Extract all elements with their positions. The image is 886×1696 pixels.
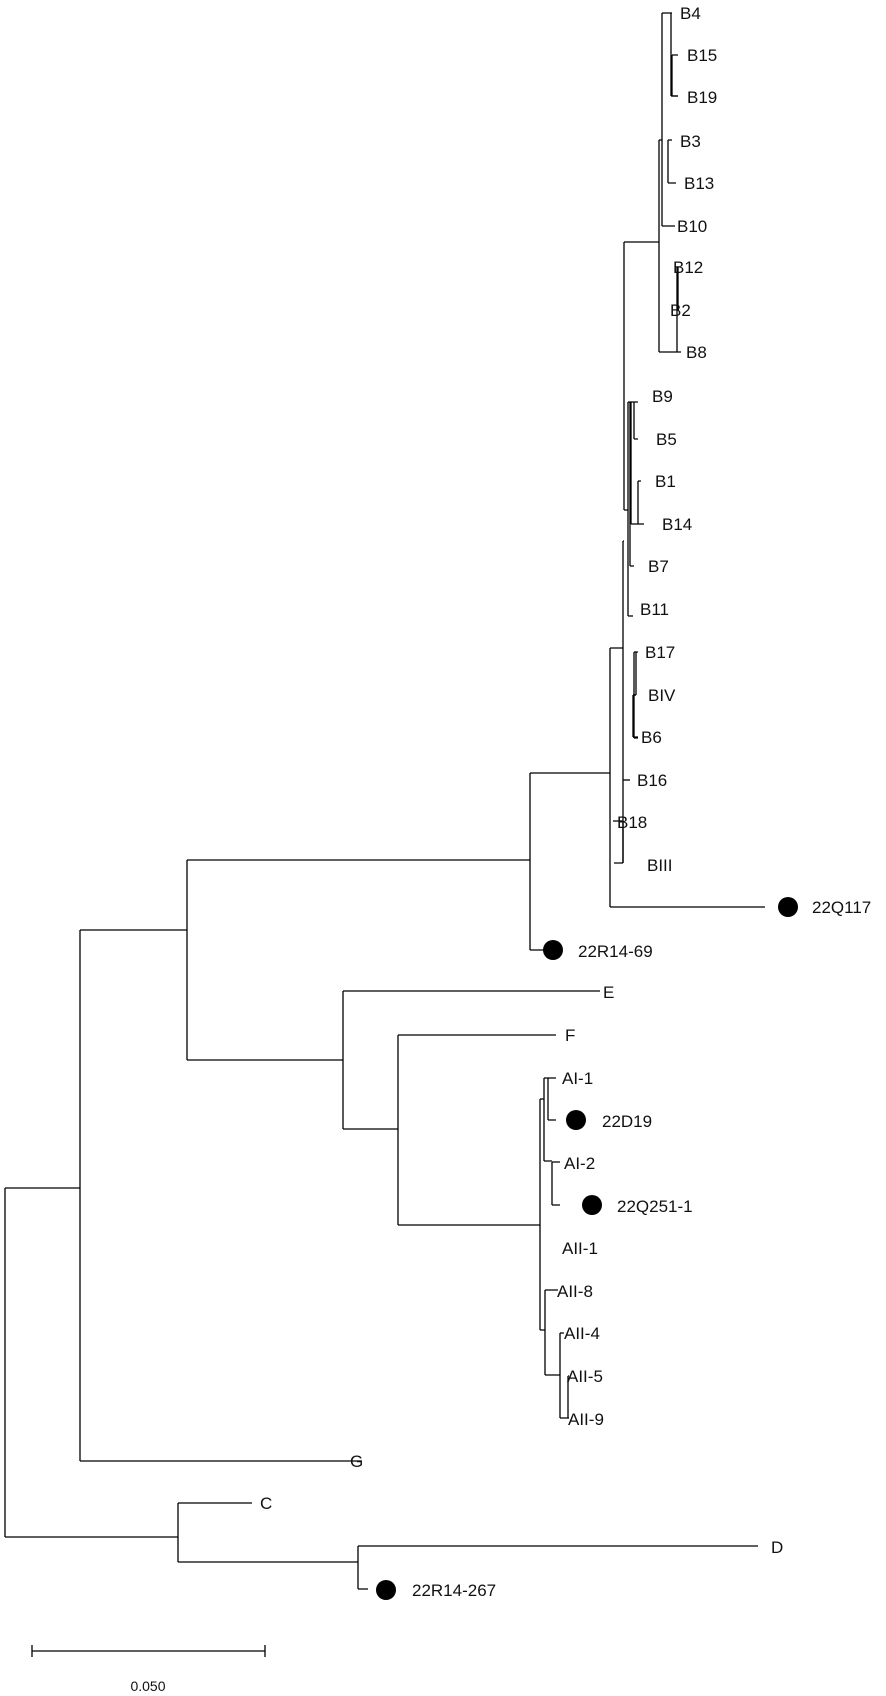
- marker-22D19: [566, 1110, 586, 1130]
- marker-22Q117: [778, 897, 798, 917]
- leaf-label: AII-1: [562, 1239, 598, 1258]
- leaf-label: G: [350, 1452, 363, 1471]
- leaf-label: B1: [655, 472, 676, 491]
- leaf-label: B5: [656, 430, 677, 449]
- leaf-label: 22Q251-1: [617, 1197, 693, 1216]
- leaf-label: B2: [670, 301, 691, 320]
- leaf-label: 22Q117: [812, 898, 871, 917]
- leaf-label: F: [565, 1026, 575, 1045]
- marker-22R14-267: [376, 1580, 396, 1600]
- leaf-label: 22R14-267: [412, 1581, 496, 1600]
- leaf-label: B12: [673, 258, 703, 277]
- leaf-label: B11: [640, 600, 669, 619]
- leaf-label: AI-1: [562, 1069, 593, 1088]
- leaf-label: AII-4: [564, 1324, 600, 1343]
- leaf-labels: B4 B15 B19 B3 B13 B10 B12 B2 B8 B9 B5 B1…: [260, 4, 871, 1600]
- leaf-label: C: [260, 1494, 272, 1513]
- leaf-label: B16: [637, 771, 667, 790]
- leaf-label: B14: [662, 515, 692, 534]
- leaf-label: B9: [652, 387, 673, 406]
- leaf-label: B15: [687, 46, 717, 65]
- tree-branches: [4, 12, 765, 1590]
- leaf-label: B17: [645, 643, 675, 662]
- leaf-label: AII-8: [557, 1282, 593, 1301]
- leaf-label: E: [603, 983, 614, 1002]
- leaf-label: 22D19: [602, 1112, 652, 1131]
- leaf-label: 22R14-69: [578, 942, 653, 961]
- leaf-label: B10: [677, 217, 707, 236]
- leaf-label: D: [771, 1538, 783, 1557]
- marker-22R14-69: [543, 940, 563, 960]
- marker-22Q251-1: [582, 1195, 602, 1215]
- leaf-label: B8: [686, 343, 707, 362]
- leaf-label: B7: [648, 557, 669, 576]
- leaf-label: AII-9: [568, 1410, 604, 1429]
- leaf-label: BIV: [648, 686, 676, 705]
- leaf-label: B18: [617, 813, 647, 832]
- leaf-label: B4: [680, 4, 701, 23]
- leaf-label: B13: [684, 174, 714, 193]
- sample-markers: [376, 897, 798, 1600]
- leaf-label: B6: [641, 728, 662, 747]
- leaf-label: BIII: [647, 856, 673, 875]
- leaf-label: AII-5: [567, 1367, 603, 1386]
- leaf-label: B3: [680, 132, 701, 151]
- scale-bar: 0.050: [31, 1645, 266, 1694]
- leaf-label: B19: [687, 88, 717, 107]
- leaf-label: AI-2: [564, 1154, 595, 1173]
- scale-bar-label: 0.050: [130, 1678, 165, 1694]
